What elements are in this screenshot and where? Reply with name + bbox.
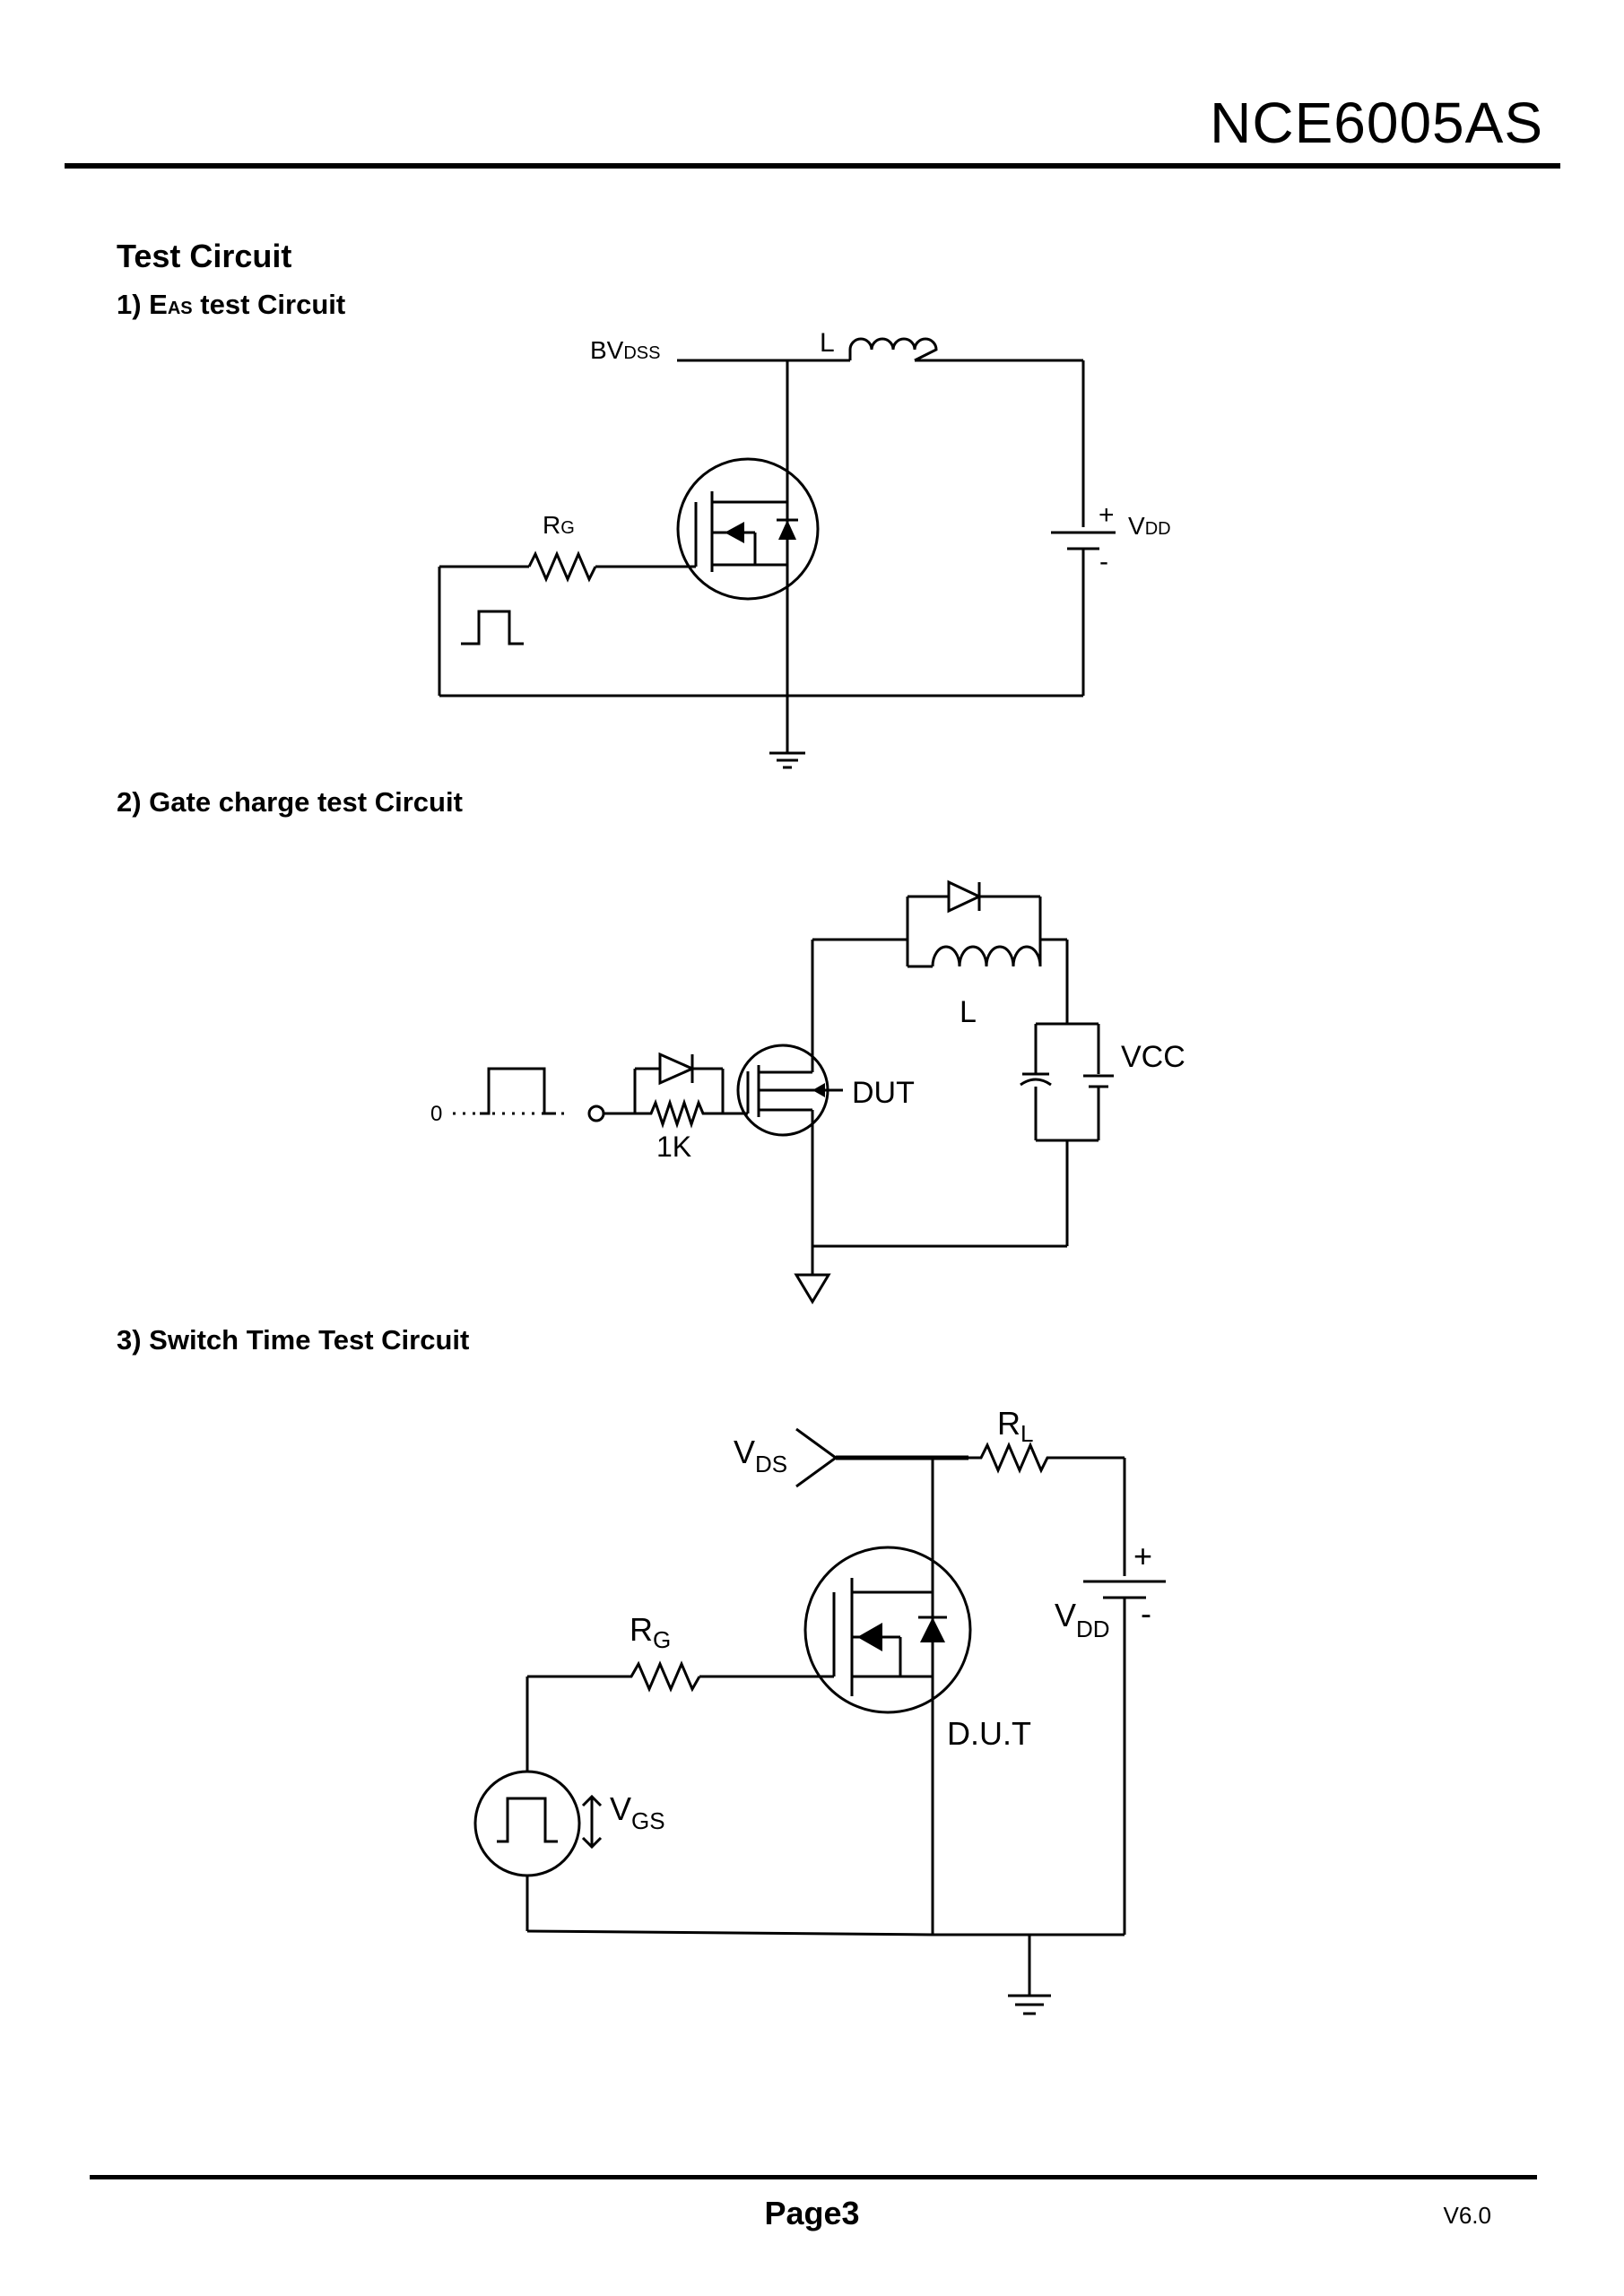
resistor-1k [635, 1098, 723, 1129]
rg3-label: RG [630, 1611, 671, 1653]
zero-label: 0 [430, 1102, 442, 1126]
inductor-l [848, 337, 938, 362]
mosfet-circle [676, 457, 820, 601]
part-number: NCE6005AS [1210, 91, 1543, 155]
vdd-plus-label: + [1099, 500, 1115, 530]
vds-terminal [795, 1427, 838, 1488]
capacitor-curved-plate [1020, 1078, 1052, 1087]
gate-diode [658, 1052, 696, 1086]
footer-rule [90, 2175, 1537, 2179]
dut-label: DUT [852, 1076, 915, 1110]
circuit-1-title-prefix: 1) E [117, 289, 168, 320]
bvdss-label: BVDSS [590, 336, 660, 364]
resistor-rg [527, 550, 597, 583]
inductor-l2 [908, 945, 1042, 968]
vdd3-plus-label: + [1133, 1538, 1152, 1574]
pulse-source [473, 1770, 581, 1877]
ground-triangle-icon [794, 1273, 831, 1304]
mosfet-arrow-3 [857, 1623, 882, 1651]
gate-pulse-icon [480, 1067, 556, 1115]
resistor-rg3 [619, 1660, 701, 1693]
vgs-label: VGS [610, 1790, 665, 1834]
pulse-icon [461, 610, 524, 645]
freewheel-diode [947, 879, 983, 914]
vds-label: VDS [734, 1434, 787, 1477]
page-number: Page3 [764, 2195, 860, 2231]
body-diode-3 [920, 1617, 945, 1642]
section-title: Test Circuit [117, 238, 292, 274]
dut-mosfet-circle-3 [803, 1546, 972, 1714]
circuit-3-title: 3) Switch Time Test Circuit [117, 1324, 470, 1356]
header-rule [65, 163, 1560, 169]
inductor-label: L [820, 328, 835, 358]
circuit-2-title: 2) Gate charge test Circuit [117, 786, 463, 818]
circuit-1-title: 1) EAS test Circuit [117, 289, 345, 321]
circuit-1-title-suffix: test Circuit [192, 289, 346, 320]
inductor-l2-label: L [960, 995, 977, 1029]
pulse-source-icon [497, 1797, 558, 1843]
vdd-label: VDD [1128, 512, 1171, 540]
mosfet-arrow [725, 522, 744, 543]
rg-label: RG [543, 511, 575, 539]
vdd3-minus-label: - [1141, 1595, 1151, 1632]
vcc-label: VCC [1121, 1040, 1185, 1074]
resistor-1k-label: 1K [656, 1131, 691, 1163]
vdd3-label: VDD [1055, 1597, 1110, 1642]
vdd-minus-label: - [1099, 547, 1108, 576]
rl-label: RL [997, 1405, 1033, 1447]
circuit-1-title-sub: AS [167, 299, 193, 318]
dut-arrow [812, 1083, 825, 1097]
dut3-label: D.U.T [947, 1715, 1031, 1752]
body-diode [778, 520, 796, 540]
resistor-rl [968, 1442, 1058, 1474]
version-label: V6.0 [1443, 2202, 1492, 2229]
